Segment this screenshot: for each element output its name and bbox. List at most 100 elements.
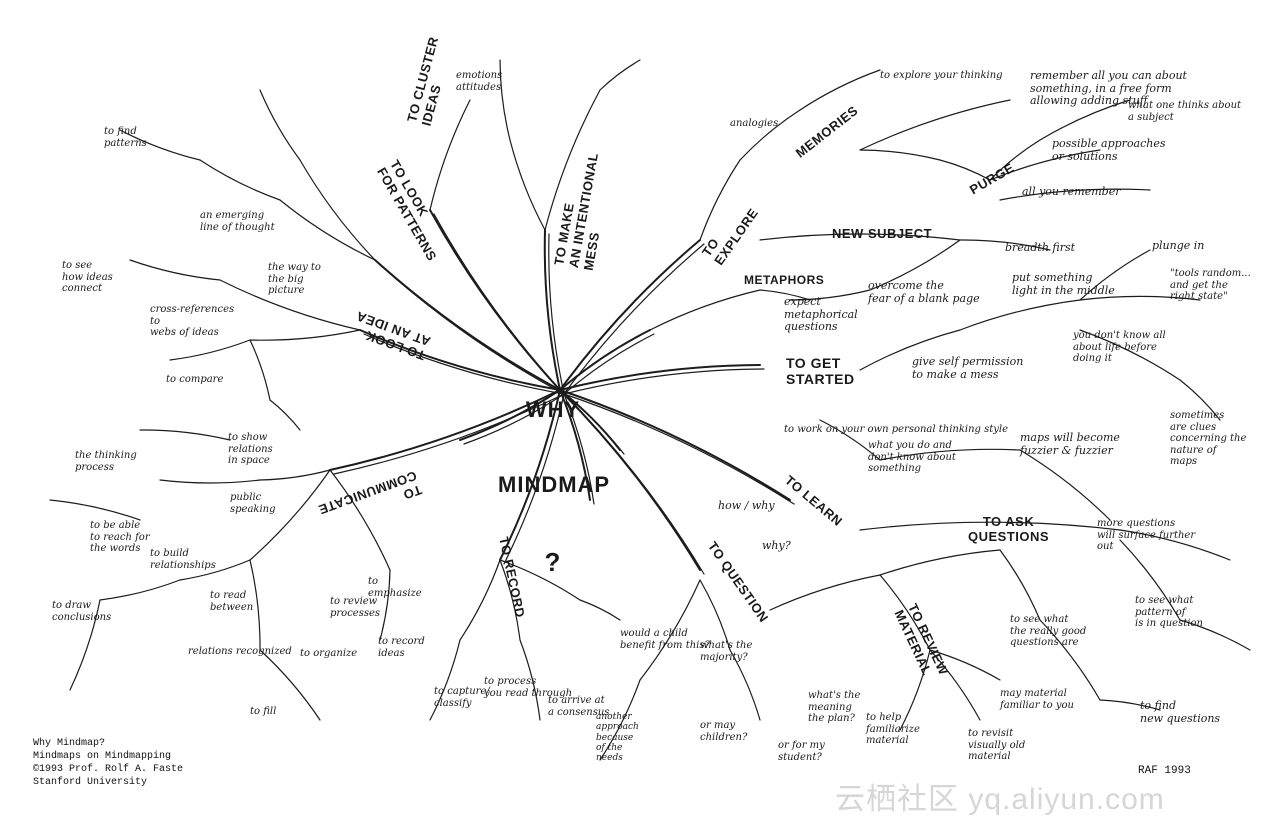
- connector-line: [989, 139, 1041, 181]
- note: possible approaches or solutions: [1052, 137, 1166, 163]
- connector-line: [879, 549, 1001, 576]
- connector-line: [129, 259, 221, 281]
- note: to record ideas: [378, 636, 425, 659]
- connector-line: [499, 389, 561, 561]
- connector-line: [999, 549, 1041, 621]
- connector-line: [139, 429, 231, 441]
- note: to be able to reach for the words: [90, 520, 150, 554]
- note: remember all you can about something, in…: [1030, 69, 1187, 108]
- note: all you remember: [1022, 185, 1121, 198]
- note: to fill: [250, 706, 277, 717]
- connector-line: [879, 448, 1021, 461]
- connector-line: [599, 679, 641, 761]
- connector-line: [169, 339, 251, 361]
- branch-askq: TO ASK QUESTIONS: [968, 514, 1050, 544]
- connector-line: [1099, 699, 1161, 711]
- note: to emphasize: [368, 576, 422, 599]
- connector-line: [433, 213, 565, 395]
- connector-line: [159, 479, 261, 484]
- connector-line: [1079, 329, 1181, 381]
- connector-line: [563, 368, 765, 395]
- connector-line: [563, 393, 705, 575]
- connector-line: [699, 579, 731, 651]
- note: to build relationships: [150, 548, 216, 571]
- note: maps will become fuzzier & fuzzier: [1020, 431, 1120, 457]
- note: to see what the really good questions ar…: [1010, 614, 1087, 648]
- connector-line: [563, 393, 595, 505]
- connector-line: [789, 289, 871, 301]
- note: may material familiar to you: [1000, 688, 1074, 711]
- note: public speaking: [230, 492, 276, 515]
- connector-line: [1179, 379, 1221, 421]
- connector-line: [799, 69, 881, 111]
- note: to process you read through: [484, 676, 573, 699]
- connector-line: [249, 469, 331, 561]
- note: to capture/ classify: [434, 686, 490, 709]
- connector-line: [989, 149, 1101, 181]
- connector-line: [329, 469, 391, 571]
- note: to show relations in space: [228, 432, 273, 466]
- note: to review processes: [330, 596, 381, 619]
- note: or for my student?: [778, 740, 825, 763]
- connector-line: [599, 59, 641, 91]
- connector-line: [1079, 295, 1201, 301]
- connector-line: [999, 188, 1151, 201]
- connector-line: [509, 139, 546, 231]
- connector-line: [459, 559, 501, 641]
- connector-line: [769, 574, 881, 611]
- center-line-3: ?: [544, 547, 562, 578]
- note: expect metaphorical questions: [784, 295, 858, 334]
- note: to find new questions: [1140, 699, 1221, 725]
- connector-line: [759, 289, 811, 301]
- branch-newsubject: NEW SUBJECT: [832, 226, 933, 241]
- connector-line: [559, 239, 701, 391]
- connector-line: [199, 159, 281, 201]
- credit-line-1: Why Mindmap?: [33, 738, 106, 749]
- connector-line: [929, 649, 1001, 681]
- connector-line: [859, 521, 1121, 531]
- connector-line: [249, 339, 271, 401]
- connector-line: [333, 393, 565, 475]
- note: to organize: [300, 648, 358, 659]
- note: to compare: [166, 374, 224, 385]
- connector-line: [639, 579, 701, 681]
- connector-line: [499, 59, 511, 141]
- connector-line: [329, 389, 561, 471]
- note: sometimes are clues concerning the natur…: [1170, 410, 1247, 467]
- connector-line: [69, 599, 101, 691]
- connector-line: [579, 599, 621, 621]
- note: breadth first: [1005, 241, 1076, 254]
- connector-line: [1119, 529, 1231, 561]
- connector-line: [899, 649, 931, 731]
- note: the thinking process: [75, 450, 137, 473]
- connector-line: [879, 574, 931, 651]
- credit-block: Why Mindmap? Mindmaps on Mindmapping ©19…: [33, 737, 183, 789]
- connector-line: [363, 333, 565, 395]
- connector-line: [548, 233, 565, 395]
- connector-line: [463, 393, 565, 445]
- connector-line: [959, 299, 1081, 331]
- note: to arrive at a consensus: [548, 695, 610, 718]
- credit-line-2: Mindmaps on Mindmapping: [33, 751, 172, 762]
- connector-line: [429, 639, 461, 721]
- connector-line: [559, 329, 651, 391]
- note: plunge in: [1152, 239, 1205, 252]
- note: how / why: [718, 499, 775, 512]
- connector-line: [269, 399, 301, 431]
- note: overcome the fear of a blank page: [868, 279, 980, 305]
- connector-line: [499, 559, 581, 601]
- branch-metaphors: METAPHORS: [744, 273, 825, 287]
- note: to see what pattern of is in question: [1135, 595, 1203, 629]
- note: put something light in the middle: [1012, 271, 1115, 297]
- connector-line: [859, 329, 961, 371]
- note: what's the majority?: [700, 640, 753, 663]
- note: give self permission to make a mess: [912, 355, 1024, 381]
- connector-line: [1079, 249, 1151, 301]
- connector-line: [729, 649, 761, 721]
- note: to see how ideas connect: [62, 260, 113, 294]
- note: to help familiarize material: [866, 712, 920, 746]
- note: why?: [762, 539, 791, 552]
- connector-line: [739, 109, 801, 161]
- note: relations recognized: [188, 646, 292, 657]
